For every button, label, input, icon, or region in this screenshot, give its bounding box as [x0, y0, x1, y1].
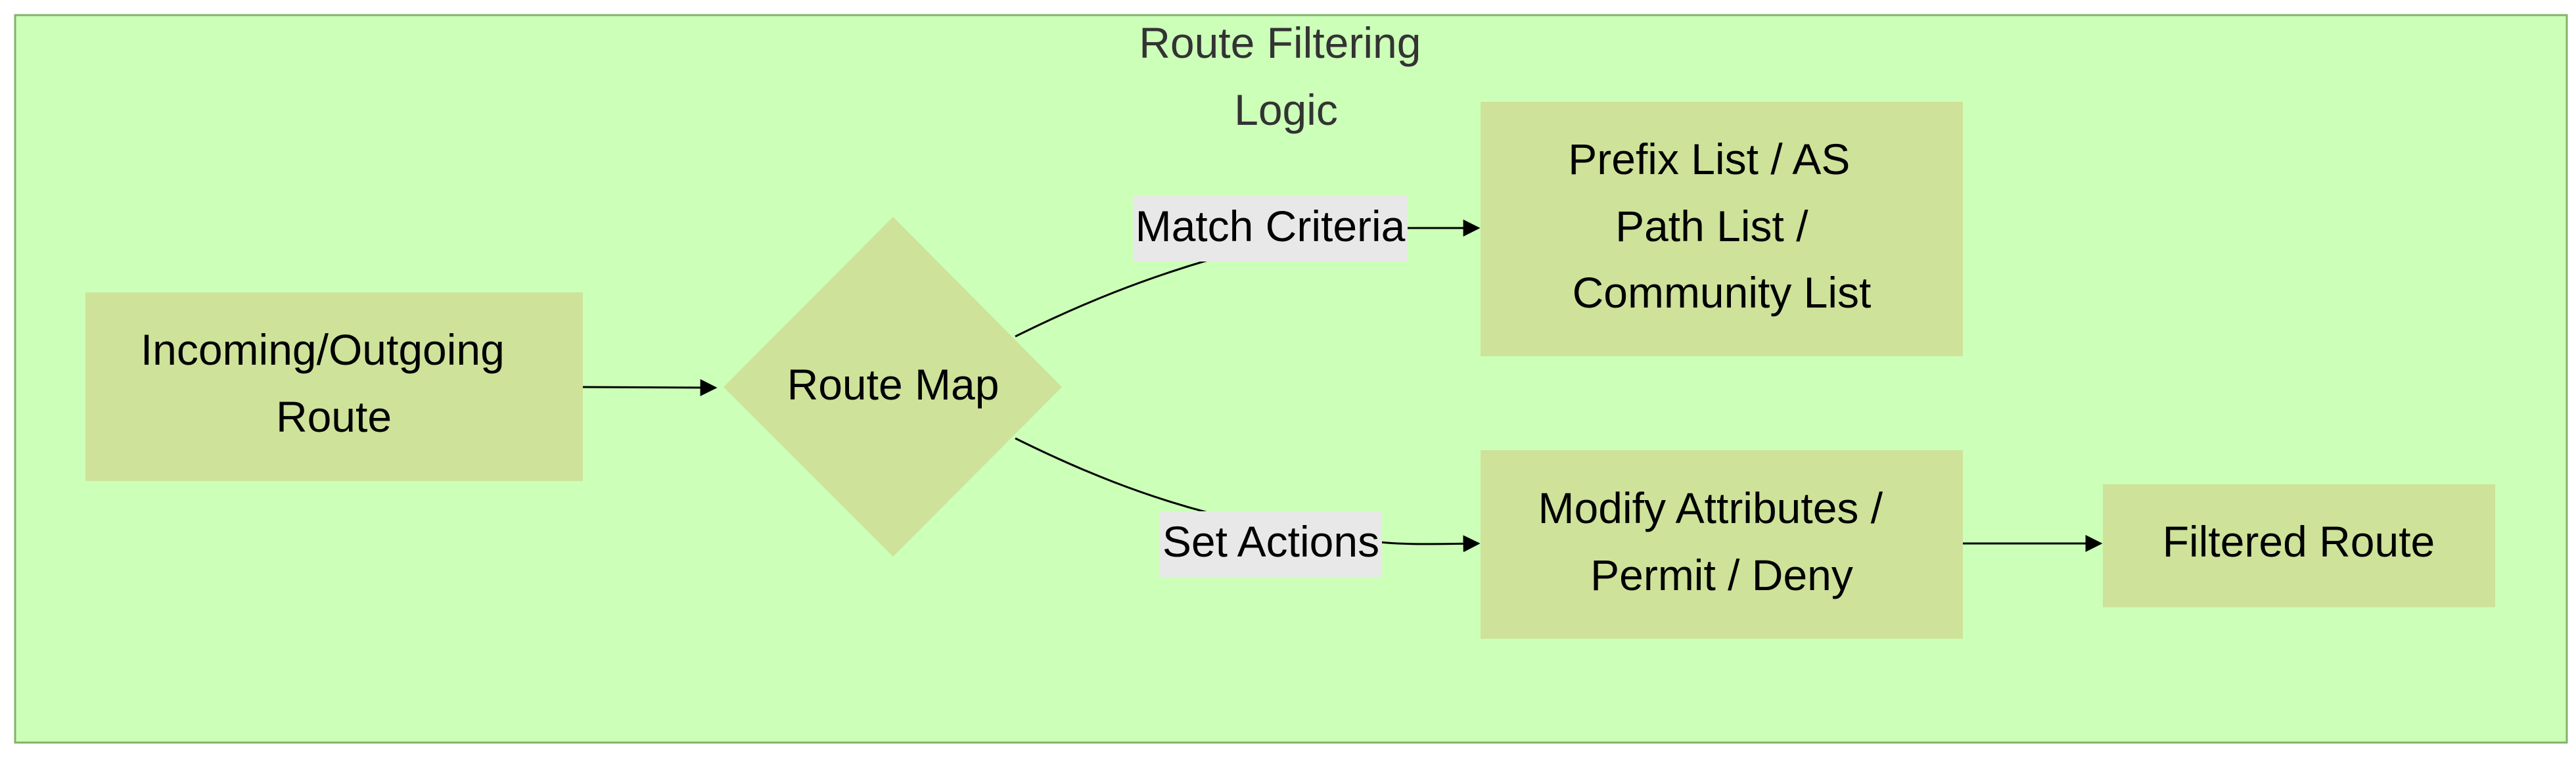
node-route-map: Route Map: [724, 217, 1062, 557]
node-route-map-label: Route Map: [787, 360, 1000, 409]
node-modify-attributes: Modify Attributes / Permit / Deny: [1481, 450, 1963, 639]
cluster-title: Route Filtering Logic: [1139, 18, 1433, 134]
node-incoming-outgoing-route: Incoming/Outgoing Route: [85, 292, 583, 481]
cluster-title-line-1: Route Filtering: [1139, 18, 1421, 67]
edge-routemap-to-set-label: [1015, 437, 1208, 514]
node-incoming-label: Incoming/Outgoing Route: [141, 325, 517, 441]
set-actions-text: Set Actions: [1162, 517, 1379, 566]
node-prefix-list-label: Prefix List / AS Path List / Community L…: [1568, 135, 1871, 317]
node-filtered-label: Filtered Route: [2163, 517, 2435, 566]
edge-label-match-criteria: Match Criteria: [1133, 196, 1408, 262]
cluster-title-line-2: Logic: [1234, 85, 1338, 134]
edge-set-label-to-modify: [1379, 535, 1481, 553]
node-prefix-list: Prefix List / AS Path List / Community L…: [1481, 102, 1963, 356]
edge-label-set-actions: Set Actions: [1160, 511, 1382, 577]
node-filtered-route: Filtered Route: [2103, 484, 2495, 607]
node-modify-label: Modify Attributes / Permit / Deny: [1538, 484, 1895, 599]
match-criteria-text: Match Criteria: [1136, 202, 1406, 250]
edge-incoming-to-routemap: [582, 379, 718, 396]
edge-routemap-to-match-label: [1015, 259, 1208, 338]
